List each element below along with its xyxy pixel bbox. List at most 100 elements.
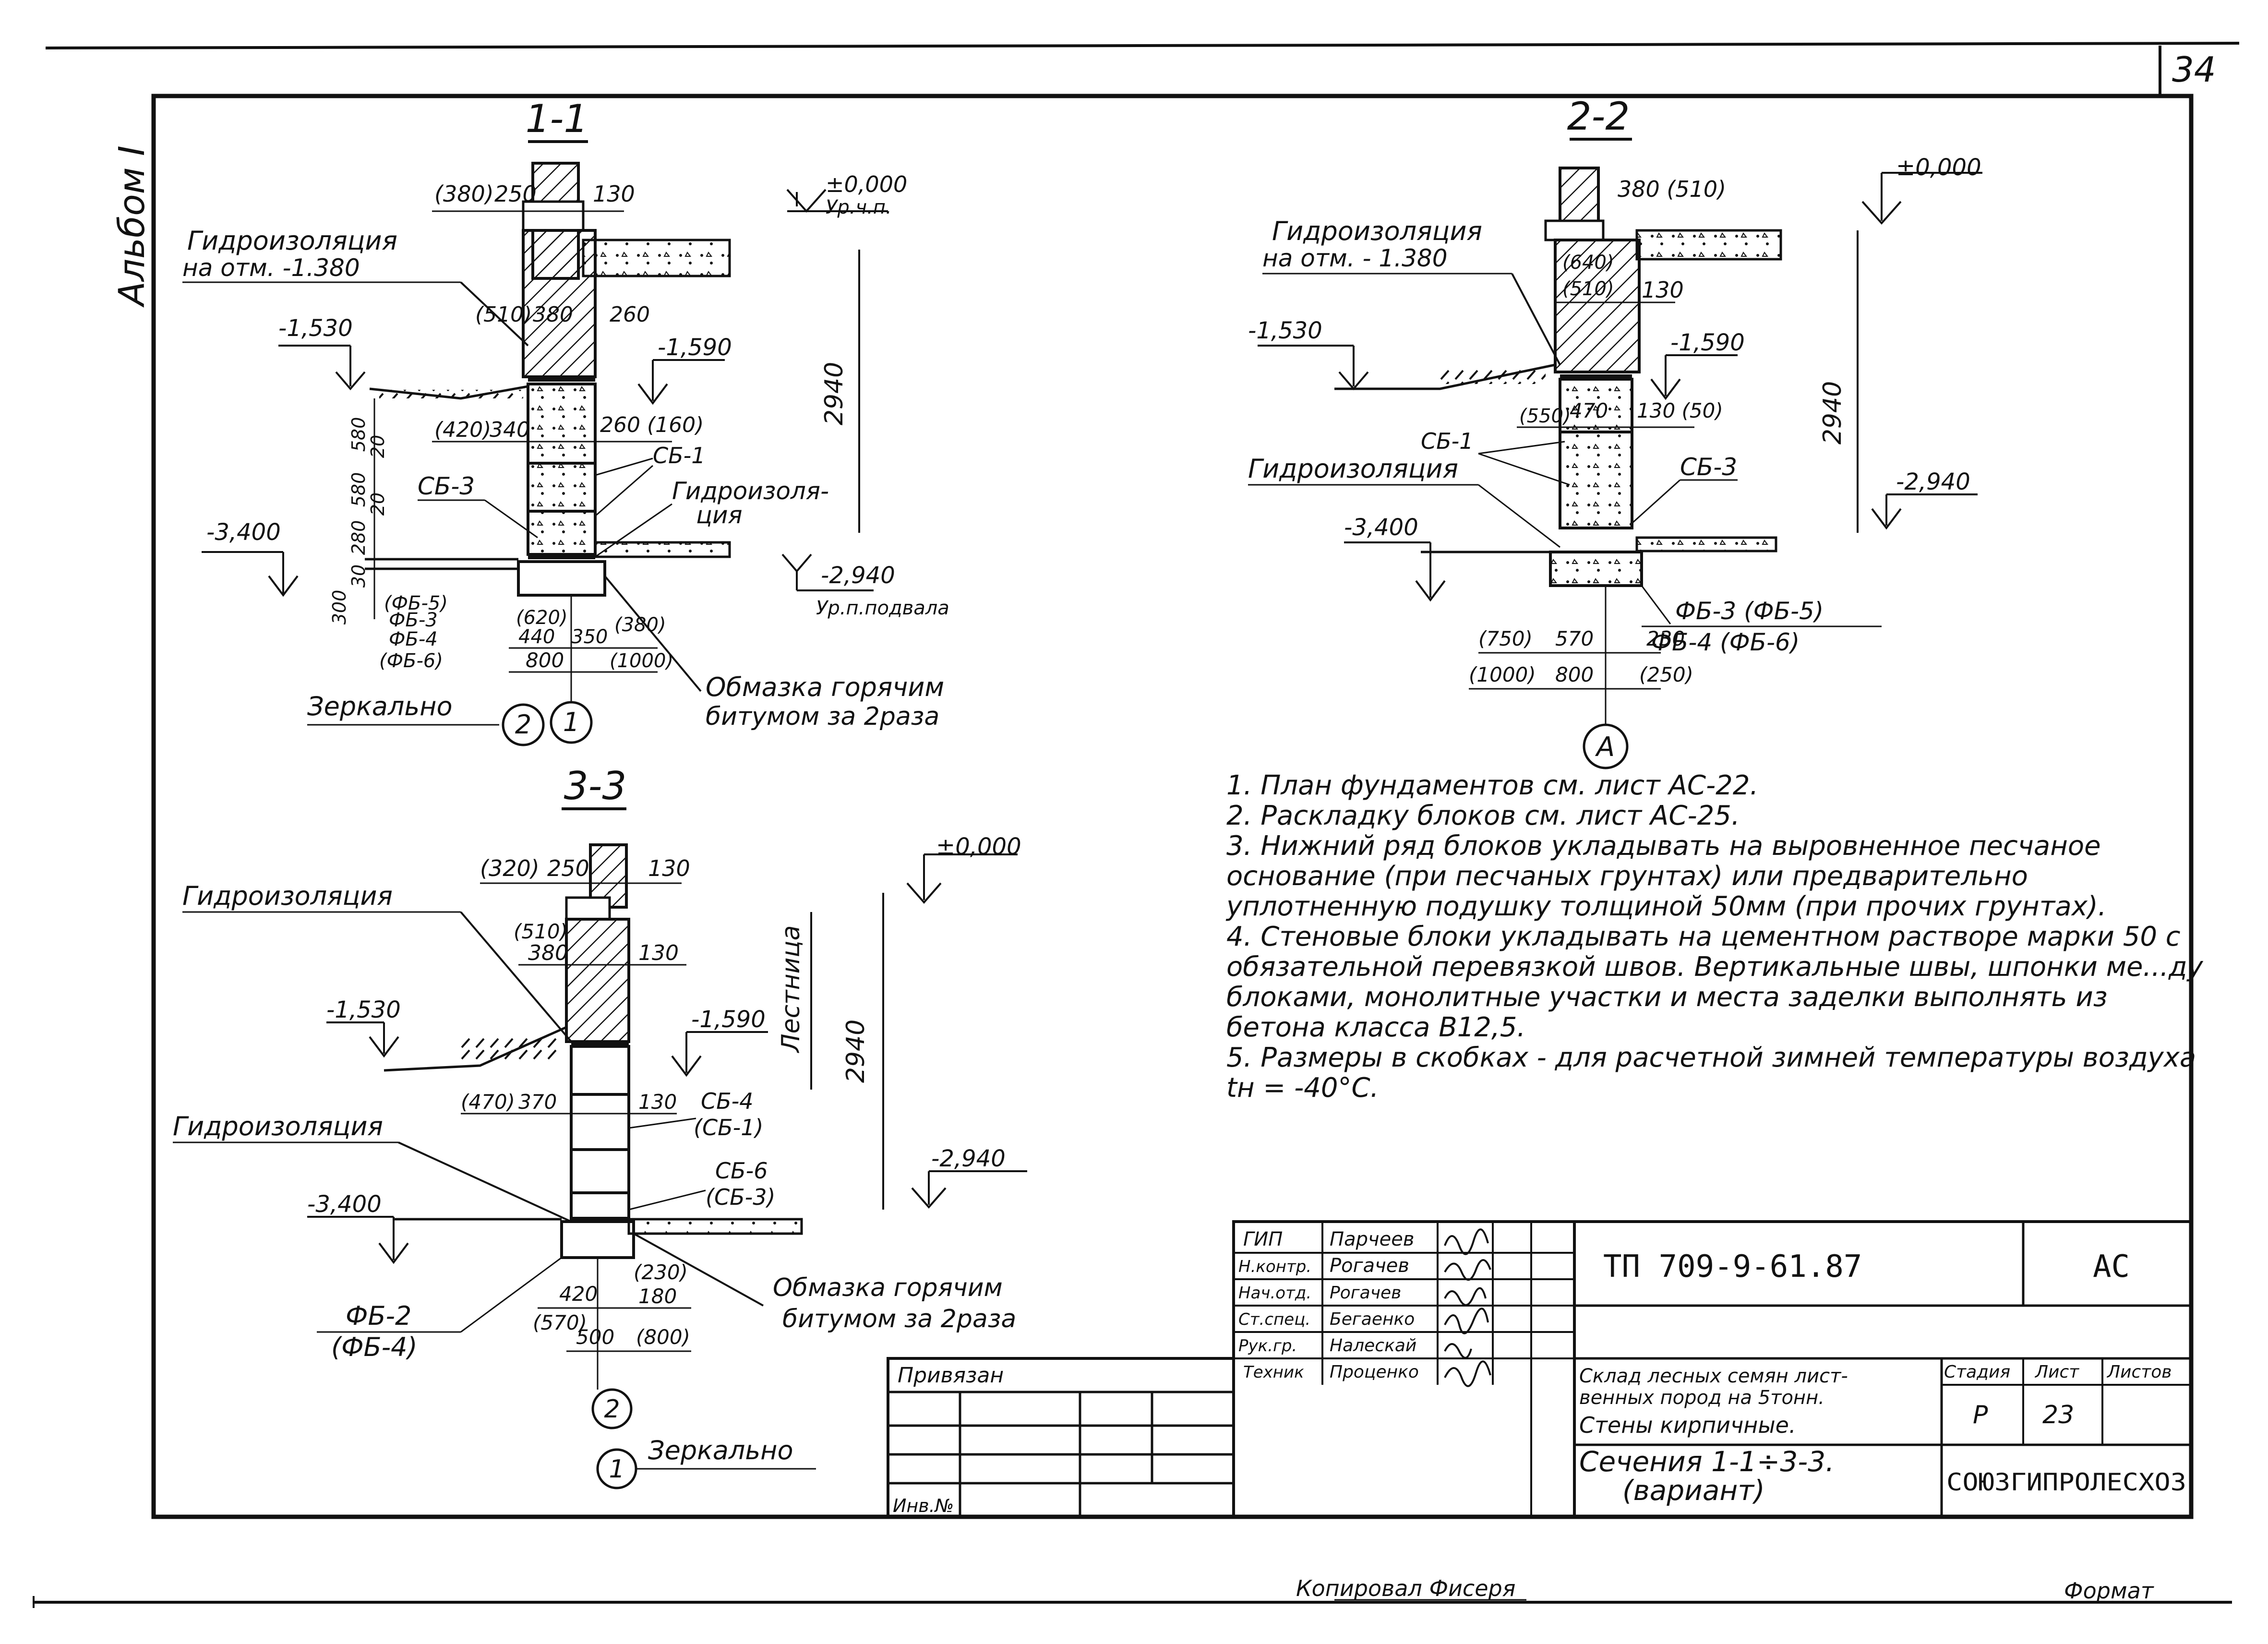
ur-chp-label: Ур.ч.п.	[826, 196, 892, 218]
fb-b-label: ФБ-4 (ФБ-6)	[1651, 628, 1800, 656]
dim-800: 800	[1555, 663, 1594, 686]
dim-30: 30	[348, 564, 369, 588]
brick-wall	[1544, 167, 1641, 373]
floor-slab	[1635, 229, 1782, 261]
dim-440: 440	[518, 626, 555, 648]
section-3-3-title: 3-3	[564, 764, 627, 808]
name-0: Парчеев	[1330, 1228, 1414, 1250]
elev-zero: ±0,000	[826, 171, 907, 197]
gidro-top-2: на отм. - 1.380	[1262, 244, 1448, 272]
level-markers	[1258, 172, 1982, 602]
privyazan-label: Привязан	[898, 1363, 1004, 1388]
dim-300: 300	[329, 590, 350, 625]
dim-250: 250	[494, 181, 537, 207]
role-0: ГИП	[1243, 1228, 1283, 1250]
page-number: 34	[2172, 49, 2216, 90]
note-5: 5. Размеры в скобках - для расчетной зим…	[1226, 1042, 2196, 1104]
section-2-2-title: 2-2	[1567, 94, 1630, 139]
copied-by: Копировал Фисеря	[1296, 1575, 1515, 1601]
album-label: Альбом I	[111, 145, 153, 308]
axis-marker-1-text: 1	[563, 707, 579, 737]
fb3-label: ФБ-3	[389, 609, 438, 631]
elev-1590: -1,590	[691, 1006, 766, 1033]
axis-marker-1-text: 1	[609, 1455, 624, 1484]
basement-floor	[1635, 536, 1777, 552]
obm-label-1: Обмазка горячим	[773, 1273, 1003, 1302]
elev-zero: ±0,000	[936, 833, 1021, 860]
dim-230: 230	[1646, 627, 1685, 650]
dim-420p: (420)	[434, 418, 491, 442]
sheet-header: Лист	[2034, 1362, 2079, 1382]
fb4p-label: (ФБ-4)	[331, 1332, 418, 1362]
dim-2940: 2940	[841, 1020, 870, 1083]
axis-marker-2	[591, 1388, 633, 1429]
dim-510p: (510)	[1562, 278, 1614, 300]
elev-2940: -2,940	[1896, 468, 1970, 495]
role-2: Нач.отд.	[1238, 1284, 1311, 1303]
dim-320p: (320)	[480, 855, 540, 881]
section-1-1-title: 1-1	[526, 96, 588, 141]
gidro-top-1: Гидроизоляция	[1272, 216, 1482, 246]
dim-750p: (750)	[1478, 627, 1533, 650]
dim-260: 260	[610, 302, 650, 327]
fb-a-label: ФБ-3 (ФБ-5)	[1675, 597, 1824, 625]
obm-label-2: битумом за 2раза	[782, 1305, 1016, 1333]
dim-280: 280	[348, 520, 369, 555]
inv-label: Инв.№	[893, 1495, 954, 1516]
wall-blocks	[527, 377, 597, 559]
dim-380: 380	[528, 941, 568, 965]
dim-370: 370	[518, 1090, 557, 1114]
basement-floor	[594, 541, 731, 558]
name-5: Проценко	[1330, 1362, 1419, 1382]
dim-230p: (230)	[634, 1260, 688, 1284]
elev-3400: -3,400	[307, 1191, 382, 1218]
level-markers	[202, 189, 888, 597]
note-1: 1. План фундаментов см. лист АС-22.	[1226, 770, 1759, 801]
fb5-label: (ФБ-5)	[384, 592, 448, 614]
stage-value: Р	[1973, 1401, 1988, 1429]
footing-block	[517, 560, 606, 597]
wall-blocks	[1559, 374, 1633, 529]
dim-550p: (550)	[1519, 405, 1571, 427]
dim-20b: 20	[367, 492, 388, 516]
dim-570: 570	[1555, 627, 1594, 650]
ground-line	[384, 1026, 567, 1221]
sheet-title-1: Сечения 1-1÷3-3.	[1579, 1445, 1835, 1478]
dim-470: 470	[1570, 399, 1608, 422]
section-3-3: 3-3	[173, 764, 1027, 1489]
elev-1530: -1,530	[326, 996, 401, 1023]
mirror-label: Зеркально	[307, 691, 453, 721]
dim-130c: 130	[638, 1090, 677, 1114]
axis-marker-2	[502, 703, 545, 746]
dim-20a: 20	[367, 435, 388, 458]
gidro-top: Гидроизоляция	[182, 881, 393, 911]
obm-label-2: битумом за 2раза	[706, 702, 939, 731]
note-2: 2. Раскладку блоков см. лист АС-25.	[1226, 800, 1740, 831]
dim-420: 420	[559, 1282, 598, 1306]
title-block-roles: ГИП Н.контр. Нач.отд. Ст.спец. Рук.гр. Т…	[893, 1228, 2186, 1516]
mirror-label: Зеркально	[648, 1435, 793, 1465]
organization: СОЮЗГИПРОЛЕСХОЗ	[1946, 1468, 2186, 1496]
cb1p-label: (СБ-1)	[694, 1115, 763, 1140]
format-label: Формат	[2064, 1578, 2154, 1604]
dim-250: 250	[547, 855, 589, 881]
dim-130: 130	[1642, 277, 1684, 303]
fb6-label: (ФБ-6)	[379, 650, 443, 672]
lestnica-label: Лестница	[777, 925, 805, 1053]
general-notes: 1. План фундаментов см. лист АС-22. 2. Р…	[1226, 770, 2206, 1103]
gidro-bot: Гидроизоляция	[173, 1111, 383, 1141]
ground-line	[1334, 363, 1556, 553]
section-1-1: 1-1	[182, 96, 949, 746]
elev-2940: -2,940	[931, 1145, 1006, 1172]
axis-marker-2-text: 2	[604, 1395, 620, 1424]
dim-800: 800	[526, 648, 564, 672]
dim-130: 130	[648, 855, 690, 881]
stage-header: Стадия	[1944, 1362, 2010, 1382]
elev-1530: -1,530	[1248, 317, 1322, 344]
dim-580b: 580	[348, 472, 369, 507]
role-5: Техник	[1243, 1363, 1304, 1382]
fb2-label: ФБ-2	[346, 1301, 411, 1331]
project-code: ТП 709-9-61.87	[1603, 1249, 1862, 1284]
dim-1000p: (1000)	[610, 650, 673, 672]
